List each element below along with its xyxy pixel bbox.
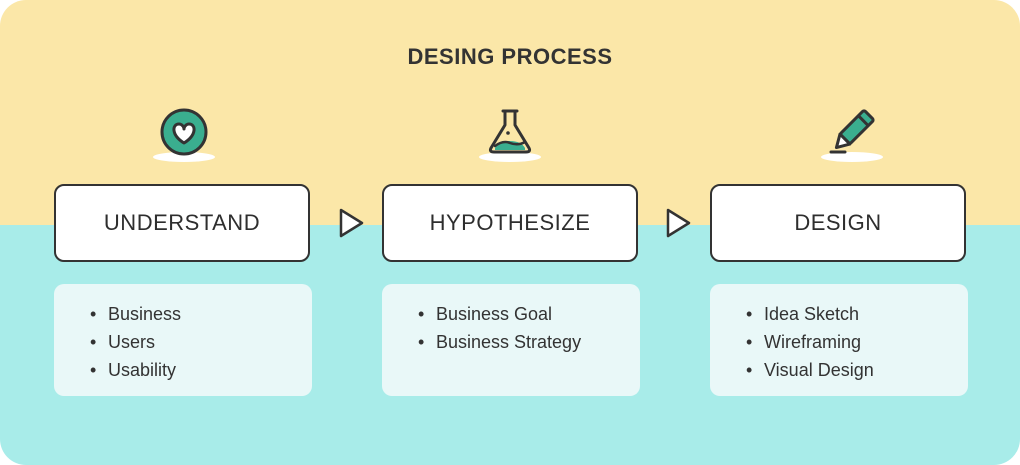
- step-understand: UNDERSTAND: [54, 184, 310, 262]
- understand-list: Business Users Usability: [54, 284, 312, 396]
- play-arrow-icon: [338, 207, 366, 239]
- step-design: DESIGN: [710, 184, 966, 262]
- play-arrow-icon: [665, 207, 693, 239]
- heart-icon: [149, 108, 219, 168]
- list-item: Wireframing: [746, 328, 968, 356]
- step-hypothesize-label: HYPOTHESIZE: [429, 210, 591, 235]
- list-item: Business Strategy: [418, 328, 640, 356]
- hypothesize-list: Business Goal Business Strategy: [382, 284, 640, 396]
- step-design-label: DESIGN: [794, 210, 882, 235]
- flask-icon: [475, 108, 545, 168]
- list-item: Users: [90, 328, 312, 356]
- pencil-icon: [817, 108, 887, 168]
- step-understand-label: UNDERSTAND: [103, 210, 261, 235]
- list-item: Idea Sketch: [746, 300, 968, 328]
- list-item: Visual Design: [746, 356, 968, 384]
- list-item: Usability: [90, 356, 312, 384]
- list-item: Business: [90, 300, 312, 328]
- step-hypothesize: HYPOTHESIZE: [382, 184, 638, 262]
- diagram-title: DESING PROCESS: [407, 44, 613, 69]
- design-list: Idea Sketch Wireframing Visual Design: [710, 284, 968, 396]
- list-item: Business Goal: [418, 300, 640, 328]
